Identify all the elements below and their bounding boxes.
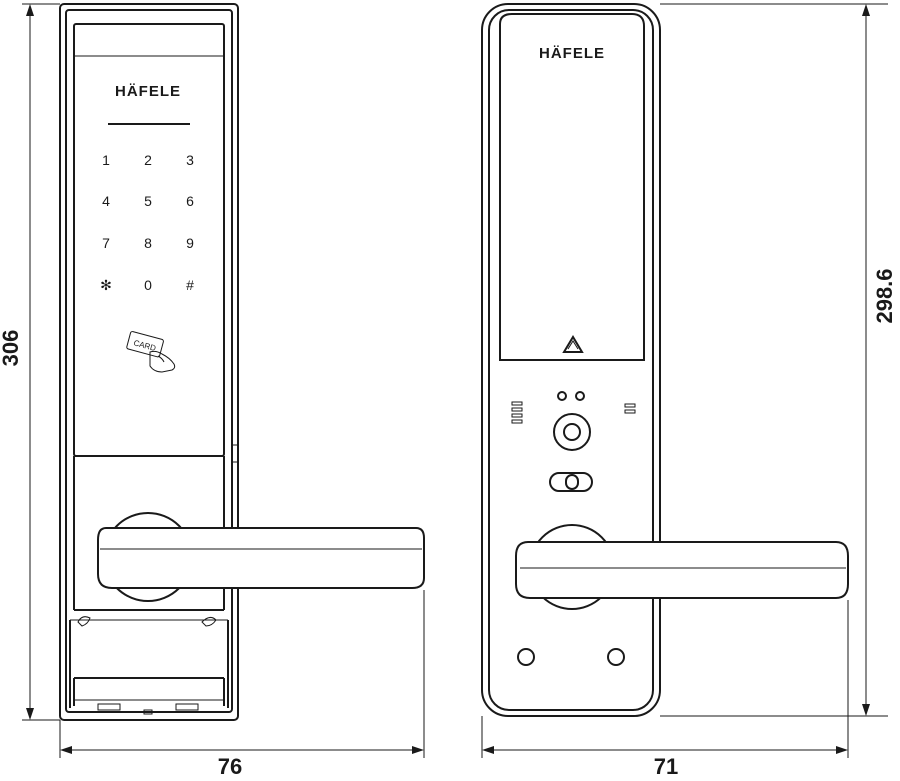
keypad-key[interactable]: 4: [102, 193, 110, 209]
side-width-dimension: 71: [654, 754, 678, 776]
front-inner-frame: [65, 9, 233, 713]
front-width-dimension: 76: [218, 754, 242, 776]
sensor-dot-left: [557, 391, 567, 401]
keypad: 1 2 3 4 5 6 7 8 9 ✻ 0 #: [100, 152, 194, 293]
side-view: HÄFELE: [481, 3, 849, 717]
mounting-clip-right: [201, 616, 217, 627]
speaker-grille-left: [511, 401, 523, 424]
keypad-key[interactable]: #: [186, 277, 194, 293]
sensor-dot-right: [575, 391, 585, 401]
screw-hole-left: [517, 648, 535, 666]
screw-hole-right: [607, 648, 625, 666]
keypad-key[interactable]: 5: [144, 193, 152, 209]
dimension-lines: 306 76 298.6 71: [0, 3, 897, 779]
side-height-dimension: 298.6: [872, 268, 897, 323]
keypad-key[interactable]: 0: [144, 277, 152, 293]
speaker-grille-right: [624, 403, 636, 414]
side-brand-logo: HÄFELE: [539, 45, 605, 62]
keypad-key[interactable]: 1: [102, 152, 110, 168]
card-reader-icon: CARD: [126, 331, 176, 373]
keypad-key[interactable]: 3: [186, 152, 194, 168]
front-brand-logo: HÄFELE: [115, 83, 181, 100]
side-outer-frame: [481, 3, 661, 717]
mounting-clip-left: [77, 616, 91, 627]
keypad-key[interactable]: 9: [186, 235, 194, 251]
front-view: HÄFELE 1 2 3 4 5 6 7 8 9 ✻ 0 # CARD: [59, 3, 425, 721]
keypad-key[interactable]: 7: [102, 235, 110, 251]
thumb-turn-knob[interactable]: [553, 413, 591, 451]
keypad-key[interactable]: 6: [186, 193, 194, 209]
front-lever-handle: [97, 527, 425, 589]
keypad-key[interactable]: ✻: [100, 277, 112, 293]
side-lever-handle: [515, 541, 849, 599]
keypad-key[interactable]: 2: [144, 152, 152, 168]
side-top-panel: [499, 13, 645, 361]
front-height-dimension: 306: [0, 330, 23, 367]
front-outer-frame: [59, 3, 239, 721]
side-inner-frame: [488, 9, 654, 711]
privacy-slider[interactable]: [549, 472, 593, 492]
side-warning-indicator: [562, 335, 584, 353]
keypad-key[interactable]: 8: [144, 235, 152, 251]
